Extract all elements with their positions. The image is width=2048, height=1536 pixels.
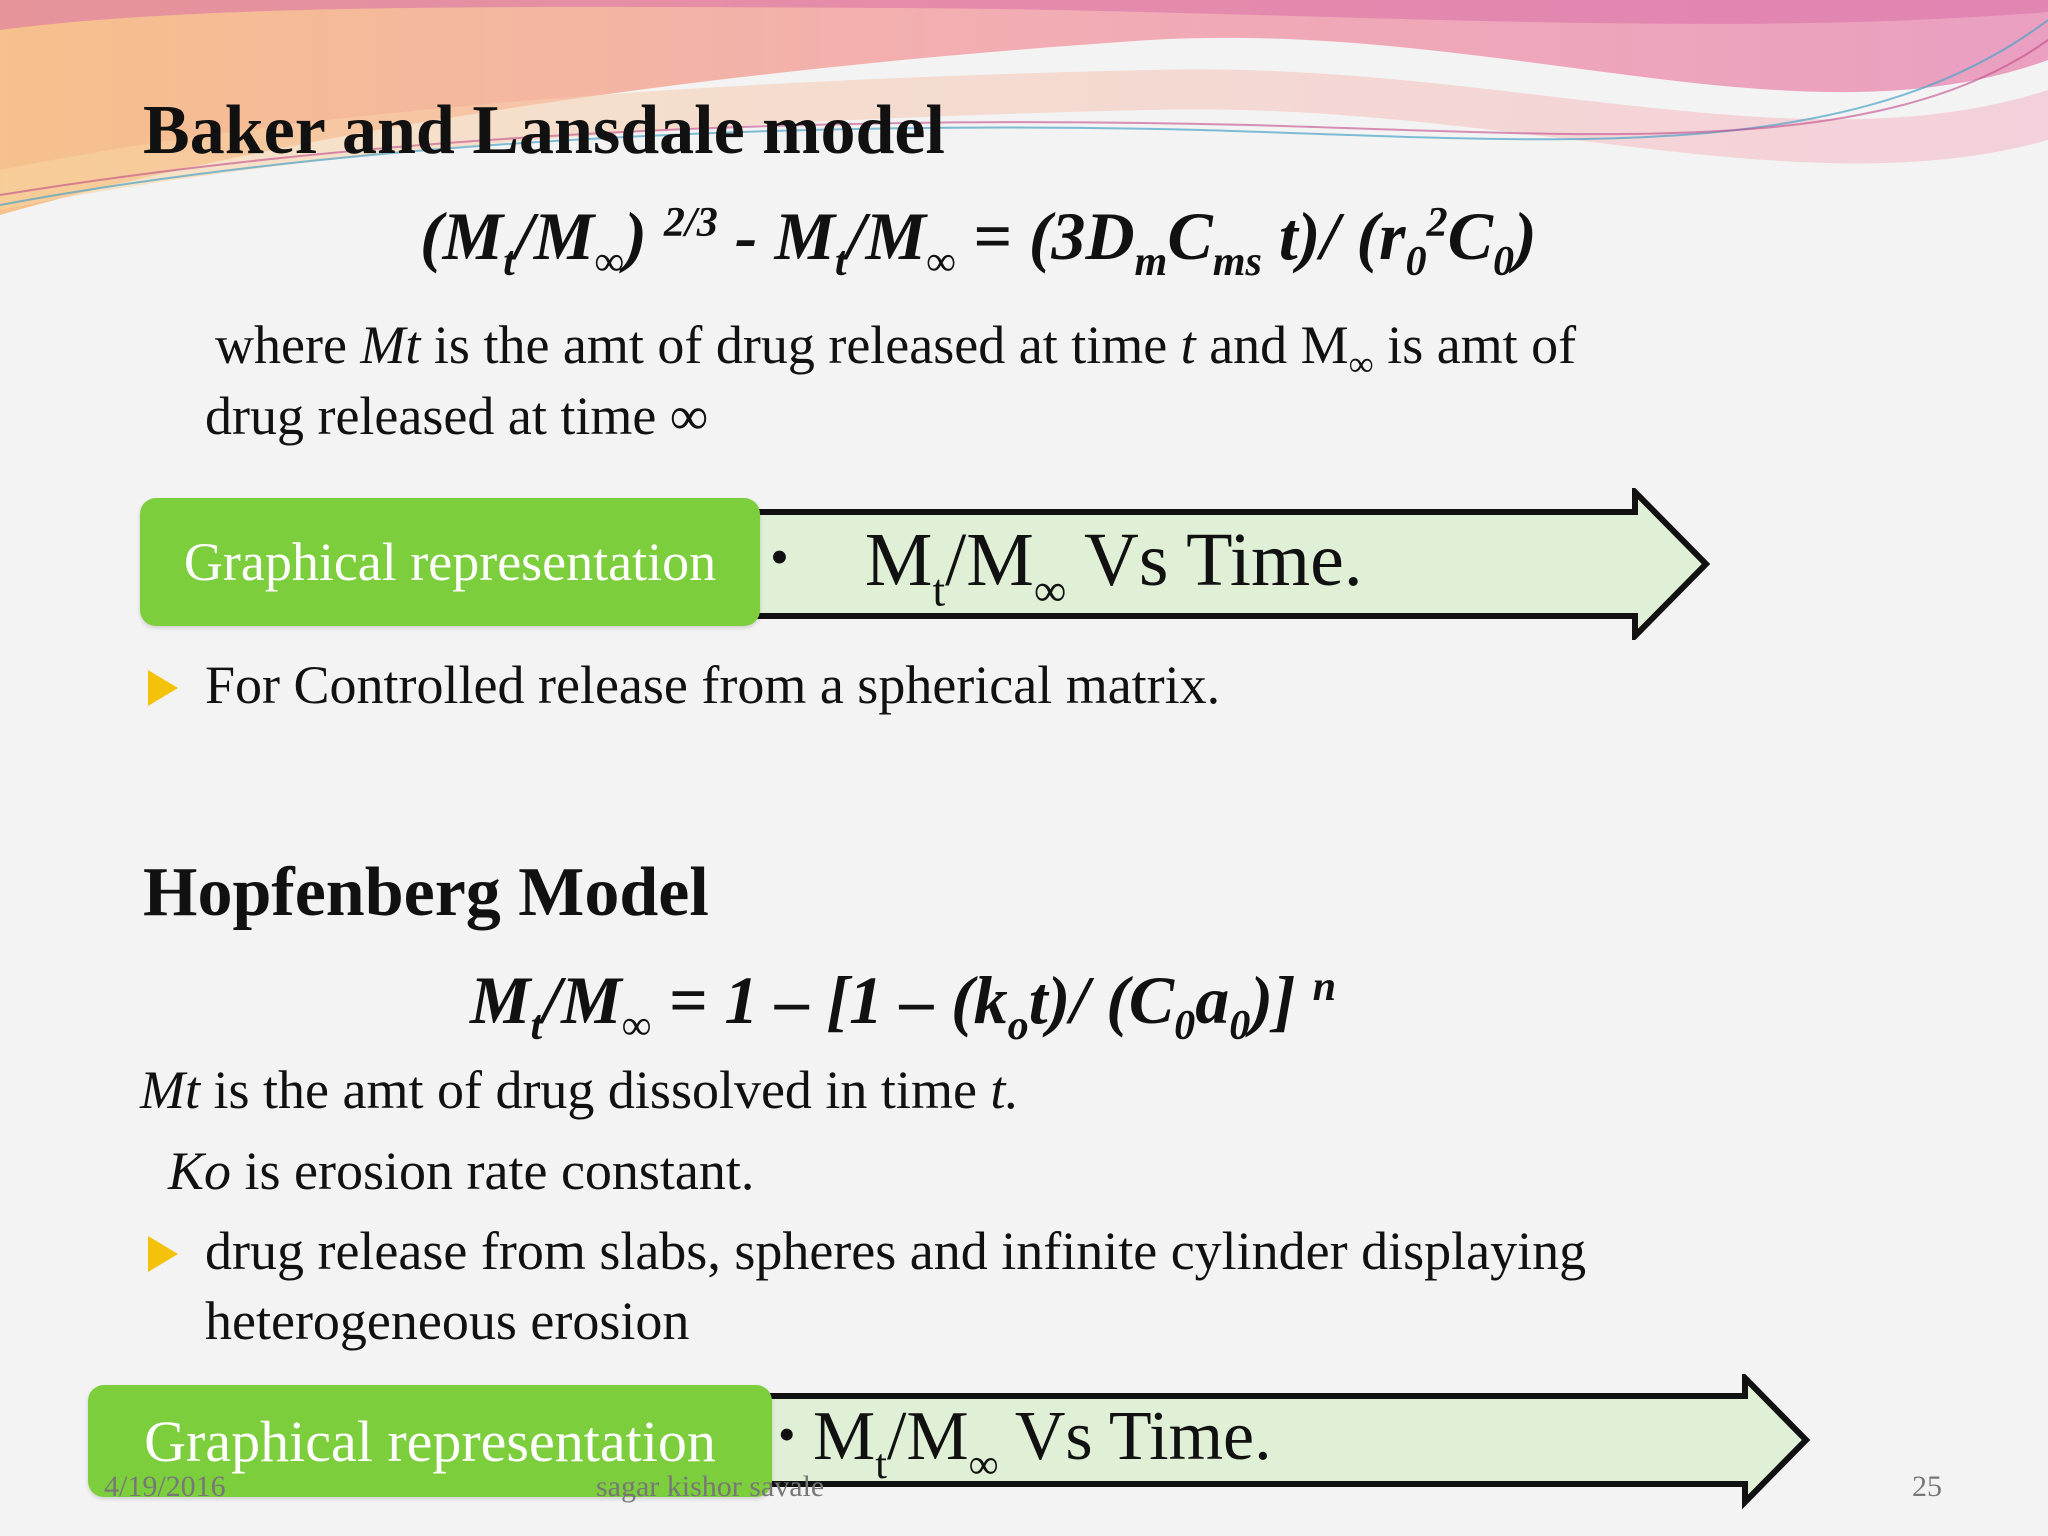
section2-bullet-line1: drug release from slabs, spheres and inf…	[205, 1221, 1587, 1281]
section1-title: Baker and Lansdale model	[143, 92, 945, 169]
graphical-representation-label-2: Graphical representation	[88, 1385, 772, 1497]
footer-page-number: 25	[1912, 1470, 1942, 1503]
section1-description-line2: drug released at time ∞	[205, 386, 709, 446]
section2-title: Hopfenberg Model	[143, 854, 709, 931]
header-swoosh-decoration	[0, 0, 2048, 215]
hopfenberg-equation: Mt/M∞ = 1 – [1 – (kot)/ (C0a0)] n	[470, 962, 1337, 1050]
graph-axes-text-2: • Mt/M∞ Vs Time.	[778, 1398, 1272, 1488]
graph-arrow-2	[762, 1374, 1810, 1510]
section2-bullet-line2: heterogeneous erosion	[205, 1291, 690, 1351]
section1-bullet: For Controlled release from a spherical …	[205, 655, 1221, 715]
bullet-arrow-icon	[148, 670, 178, 706]
graph-axes-text-1: • Mt/M∞ Vs Time.	[770, 518, 1363, 616]
section1-description-line1: where Mt is the amt of drug released at …	[215, 315, 1577, 384]
footer-author: sagar kishor savale	[596, 1470, 825, 1503]
mt-definition: Mt is the amt of drug dissolved in time …	[140, 1060, 1019, 1120]
ko-definition: Ko is erosion rate constant.	[168, 1141, 755, 1201]
footer-date: 4/19/2016	[104, 1470, 226, 1503]
bullet-arrow-icon	[148, 1236, 178, 1272]
baker-lansdale-equation: (Mt/M∞) 2/3 - Mt/M∞ = (3DmCms t)/ (r02C0…	[420, 198, 1537, 286]
graph-arrow-1	[742, 488, 1711, 640]
graphical-representation-label-1: Graphical representation	[140, 498, 760, 626]
